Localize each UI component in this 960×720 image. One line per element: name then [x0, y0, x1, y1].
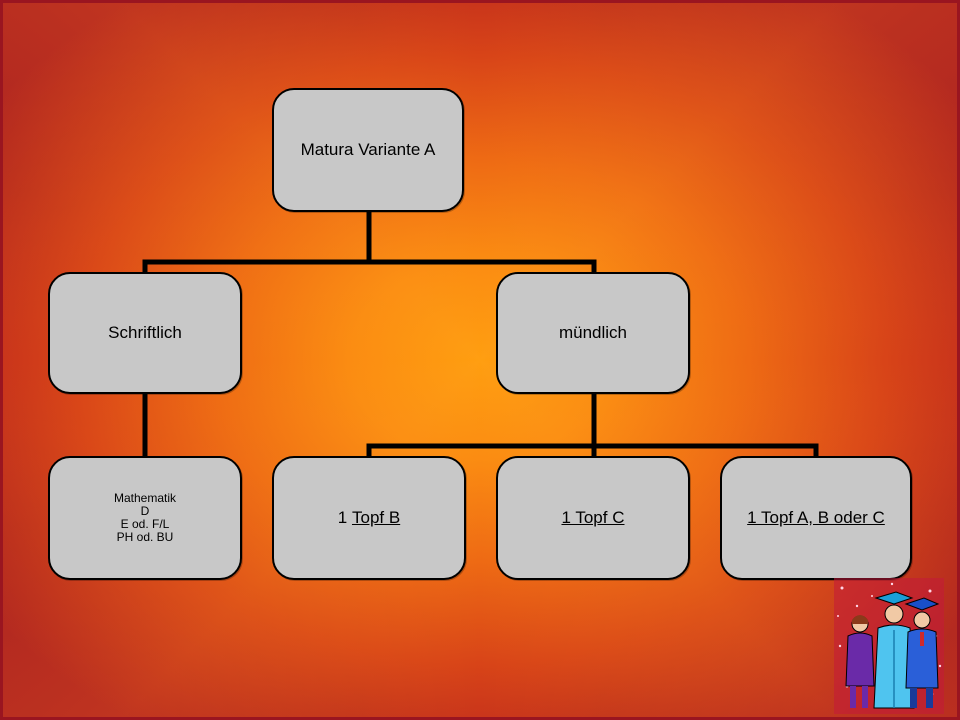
- node-label: Matura Variante A: [300, 140, 436, 159]
- topf-b-link[interactable]: Topf B: [351, 508, 401, 527]
- node-topf-abc: 1 Topf A, B oder C: [720, 456, 912, 580]
- node-schriftlich: Schriftlich: [48, 272, 242, 394]
- node-matura-variante-a: Matura Variante A: [272, 88, 464, 212]
- graduates-clipart-icon: [834, 578, 944, 714]
- subject-list: Mathematik D E od. F/L PH od. BU: [114, 492, 176, 544]
- subject-line: PH od. BU: [116, 530, 174, 544]
- topf-c-link[interactable]: 1 Topf C: [561, 508, 625, 527]
- node-label: mündlich: [558, 323, 628, 342]
- subject-line: Mathematik: [113, 491, 177, 505]
- node-label: Schriftlich: [108, 323, 182, 342]
- subject-line: E od. F/L: [120, 517, 170, 531]
- topf-abc-link[interactable]: 1 Topf A, B oder C: [747, 508, 885, 527]
- node-muendlich: mündlich: [496, 272, 690, 394]
- node-topf-c: 1 Topf C: [496, 456, 690, 580]
- node-written-subjects: Mathematik D E od. F/L PH od. BU: [48, 456, 242, 580]
- topf-b-prefix: 1: [337, 508, 352, 527]
- node-topf-b: 1 Topf B: [272, 456, 466, 580]
- subject-line: D: [140, 504, 150, 518]
